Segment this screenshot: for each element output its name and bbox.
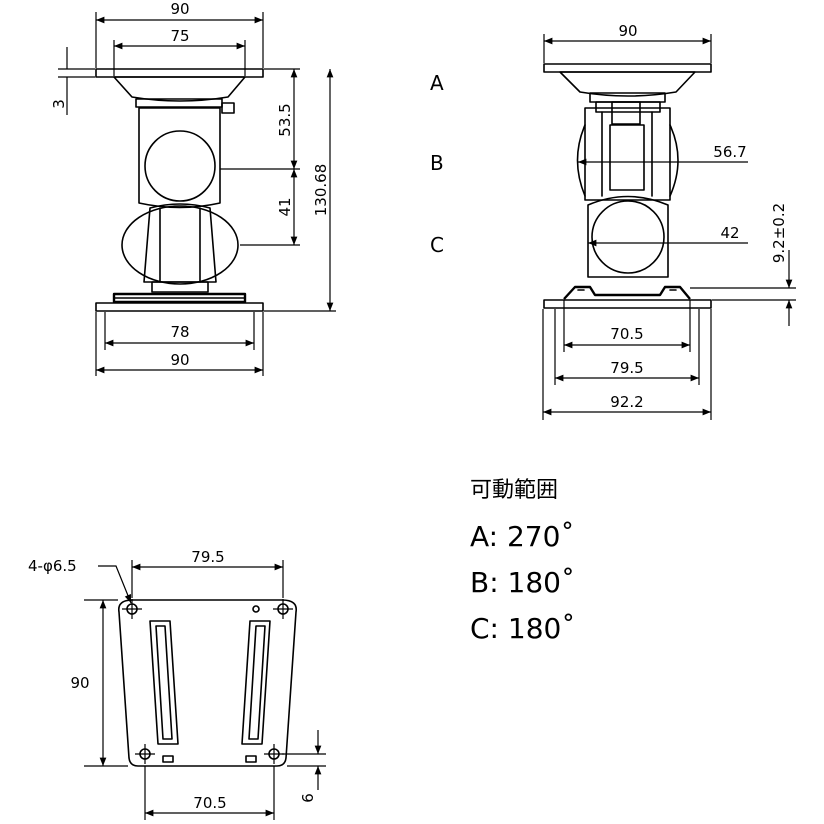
- front-dim-top-width: 90: [170, 0, 189, 18]
- range-title: 可動範囲: [470, 478, 558, 503]
- side-dim-base-height: 9.2±0.2: [770, 203, 788, 263]
- front-dim-bottom-width: 90: [170, 351, 189, 369]
- front-top-flange: [113, 76, 246, 102]
- front-dim-lower-height: 41: [276, 197, 294, 216]
- label-b: B: [430, 151, 444, 175]
- plate-dim-bottom-span: 70.5: [193, 794, 226, 812]
- range-c: C: 180˚: [470, 612, 575, 645]
- side-dim-top-width: 90: [618, 22, 637, 40]
- front-view: 90 75 3 53.5 41 130.68 78 90: [50, 0, 336, 376]
- plate-dim-edge-offset: 6: [299, 793, 317, 803]
- front-dim-total-height: 130.68: [312, 164, 330, 217]
- range-b: B: 180˚: [470, 566, 575, 599]
- front-upper-body: [138, 107, 221, 209]
- front-lower-body: [143, 203, 217, 283]
- front-dim-bottom-inner: 78: [170, 323, 189, 341]
- side-base-bracket: [563, 285, 691, 300]
- side-top-plate: [543, 63, 712, 73]
- range-of-motion: 可動範囲 A: 270˚ B: 180˚ C: 180˚: [470, 478, 575, 645]
- plate-dim-holes: 4-φ6.5: [28, 557, 77, 575]
- front-dim-upper-height: 53.5: [276, 103, 294, 136]
- front-top-plate: [95, 68, 264, 78]
- side-lower-body: [587, 195, 669, 278]
- front-upper-joint: [144, 130, 216, 202]
- side-dim-b-diameter: 56.7: [713, 143, 746, 161]
- slot-left: [149, 620, 179, 745]
- front-dim-plate-width: 75: [170, 27, 189, 45]
- plate-view: 4-φ6.5 79.5 90 70.5 6: [28, 548, 326, 820]
- side-base-plate: [543, 299, 712, 309]
- side-dim-c-diameter: 42: [720, 224, 739, 242]
- front-base-plate: [112, 292, 247, 304]
- front-lower-disc: [121, 205, 239, 285]
- side-dim-width-79: 79.5: [610, 359, 643, 377]
- plate-dim-top-span: 79.5: [191, 548, 224, 566]
- plate-outline: [117, 599, 298, 767]
- range-a: A: 270˚: [470, 520, 574, 553]
- side-view: A B C 90 56.7 42 9.2±0.2: [430, 22, 796, 420]
- side-dim-width-70: 70.5: [610, 325, 643, 343]
- front-dim-thickness: 3: [50, 99, 68, 109]
- side-dim-width-92: 92.2: [610, 393, 643, 411]
- slot-right: [241, 620, 271, 745]
- label-c: C: [430, 233, 444, 257]
- plate-dim-height: 90: [70, 674, 89, 692]
- side-disc: [576, 124, 679, 197]
- side-middle-body: [584, 107, 671, 201]
- side-lower-joint: [591, 200, 665, 274]
- label-a: A: [430, 71, 444, 95]
